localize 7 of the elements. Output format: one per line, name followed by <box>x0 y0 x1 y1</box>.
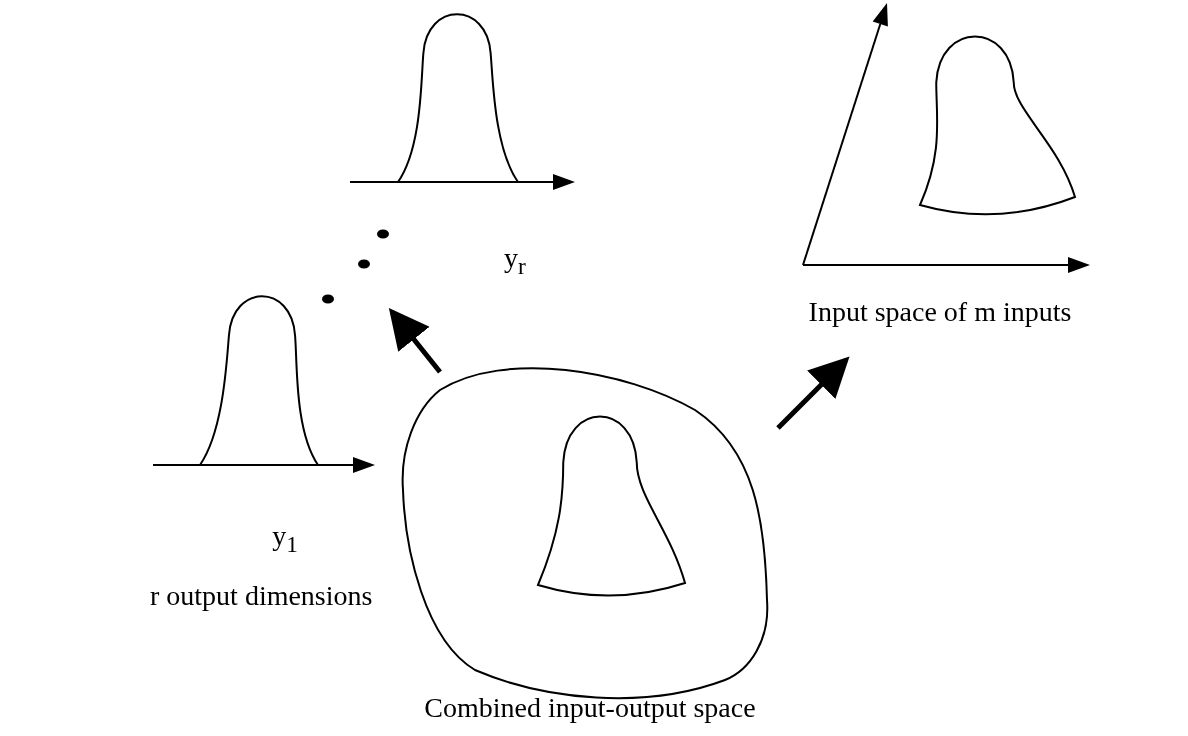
caption-text: r output dimensions <box>150 580 373 612</box>
caption-text: Combined input-output space <box>424 692 756 724</box>
arrow <box>776 356 850 430</box>
axis-label: y$_{r}$ <box>504 242 526 280</box>
axis-label: y$_{1}$ <box>272 520 298 558</box>
arrow <box>388 308 442 374</box>
caption-text: Input space of m inputs <box>808 296 1072 328</box>
